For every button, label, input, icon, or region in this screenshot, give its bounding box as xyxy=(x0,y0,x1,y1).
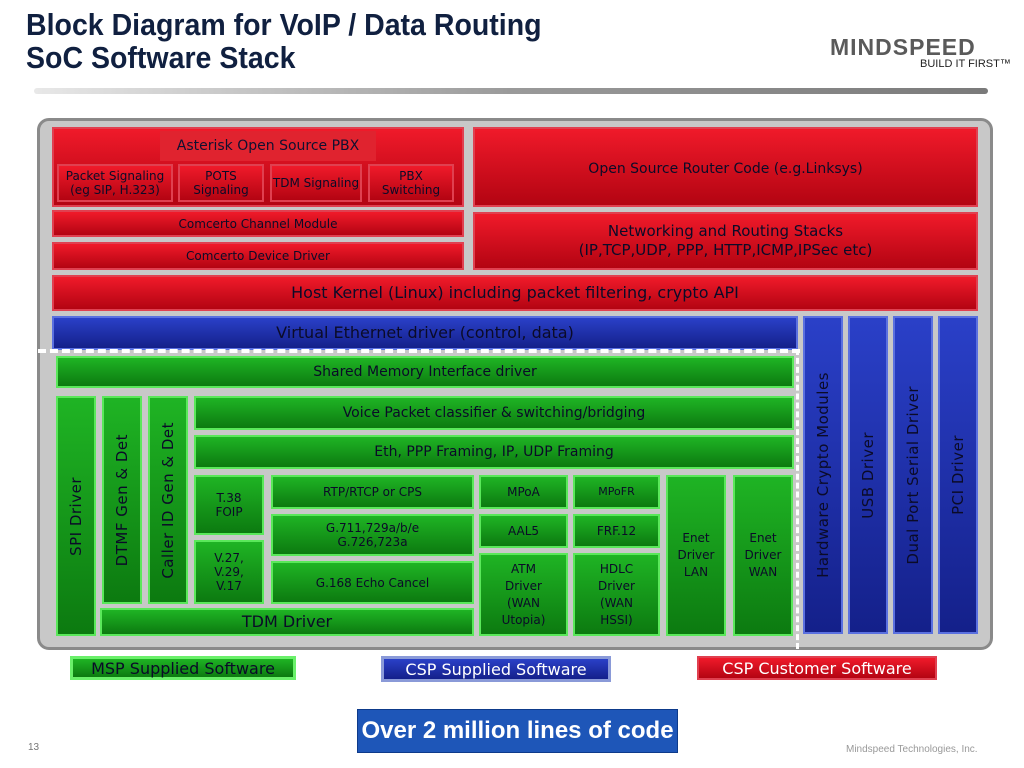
networking-stacks-line1: Networking and Routing Stacks xyxy=(607,222,844,240)
rtp-rtcp-block: RTP/RTCP or CPS xyxy=(271,475,474,509)
networking-stacks-line2: (IP,TCP,UDP, PPP, HTTP,ICMP,IPSec etc) xyxy=(578,241,873,259)
hdlc-driver-block: HDLC Driver (WAN HSSI) xyxy=(573,553,660,636)
company-logo-tagline: BUILD IT FIRST™ xyxy=(920,58,1011,70)
dtmf-label: DTMF Gen & Det xyxy=(113,433,131,567)
dual-port-serial-block: Dual Port Serial Driver xyxy=(893,316,933,634)
crypto-modules-label: Hardware Crypto Modules xyxy=(814,372,832,578)
pci-driver-block: PCI Driver xyxy=(938,316,978,634)
slide-title: Block Diagram for VoIP / Data Routing So… xyxy=(26,8,542,74)
slide-title-line1: Block Diagram for VoIP / Data Routing xyxy=(26,7,542,42)
g168-echo-cancel-block: G.168 Echo Cancel xyxy=(271,561,474,604)
caller-id-label: Caller ID Gen & Det xyxy=(159,421,177,579)
enet-wan-block: Enet Driver WAN xyxy=(733,475,793,636)
voice-classifier-block: Voice Packet classifier & switching/brid… xyxy=(194,396,794,430)
spi-driver-block: SPI Driver xyxy=(56,396,96,636)
v27-block: V.27, V.29, V.17 xyxy=(194,540,264,604)
eth-framing-block: Eth, PPP Framing, IP, UDP Framing xyxy=(194,435,794,469)
footer-company: Mindspeed Technologies, Inc. xyxy=(846,744,978,755)
pbx-switching-block: PBX Switching xyxy=(368,164,454,202)
router-code-block: Open Source Router Code (e.g.Linksys) xyxy=(473,127,978,207)
t38-foip-block: T.38 FOIP xyxy=(194,475,264,535)
mpoa-block: MPoA xyxy=(479,475,568,509)
company-logo-name: MINDSPEED xyxy=(830,34,976,60)
spi-driver-label: SPI Driver xyxy=(67,476,85,556)
msp-boundary-dash xyxy=(38,349,800,353)
code-size-callout: Over 2 million lines of code xyxy=(357,709,678,753)
asterisk-pbx-label: Asterisk Open Source PBX xyxy=(160,131,376,161)
atm-driver-block: ATM Driver (WAN Utopia) xyxy=(479,553,568,636)
tdm-signaling-block: TDM Signaling xyxy=(270,164,362,202)
crypto-modules-block: Hardware Crypto Modules xyxy=(803,316,843,634)
usb-driver-label: USB Driver xyxy=(859,431,877,519)
page-number: 13 xyxy=(28,742,40,753)
shared-memory-block: Shared Memory Interface driver xyxy=(56,356,794,388)
packet-signaling-block: Packet Signaling (eg SIP, H.323) xyxy=(57,164,173,202)
msp-boundary-dash-vertical xyxy=(796,349,799,649)
dtmf-block: DTMF Gen & Det xyxy=(102,396,142,604)
aal5-block: AAL5 xyxy=(479,514,568,548)
networking-stacks-block: Networking and Routing Stacks (IP,TCP,UD… xyxy=(473,212,978,270)
pots-signaling-block: POTS Signaling xyxy=(178,164,264,202)
g711-codec-block: G.711,729a/b/e G.726,723a xyxy=(271,514,474,556)
caller-id-block: Caller ID Gen & Det xyxy=(148,396,188,604)
legend-customer: CSP Customer Software xyxy=(697,656,937,680)
virtual-ethernet-block: Virtual Ethernet driver (control, data) xyxy=(52,316,798,350)
host-kernel-block: Host Kernel (Linux) including packet fil… xyxy=(52,275,978,311)
usb-driver-block: USB Driver xyxy=(848,316,888,634)
legend-msp: MSP Supplied Software xyxy=(70,656,296,680)
enet-lan-block: Enet Driver LAN xyxy=(666,475,726,636)
device-driver-block: Comcerto Device Driver xyxy=(52,242,464,270)
frf12-block: FRF.12 xyxy=(573,514,660,548)
mpofr-block: MPoFR xyxy=(573,475,660,509)
dual-port-serial-label: Dual Port Serial Driver xyxy=(904,385,922,565)
legend-csp: CSP Supplied Software xyxy=(381,656,611,682)
pci-driver-label: PCI Driver xyxy=(949,435,967,515)
tdm-driver-block: TDM Driver xyxy=(100,608,474,636)
title-divider xyxy=(34,88,988,94)
slide-title-line2: SoC Software Stack xyxy=(26,40,296,75)
channel-module-block: Comcerto Channel Module xyxy=(52,210,464,237)
